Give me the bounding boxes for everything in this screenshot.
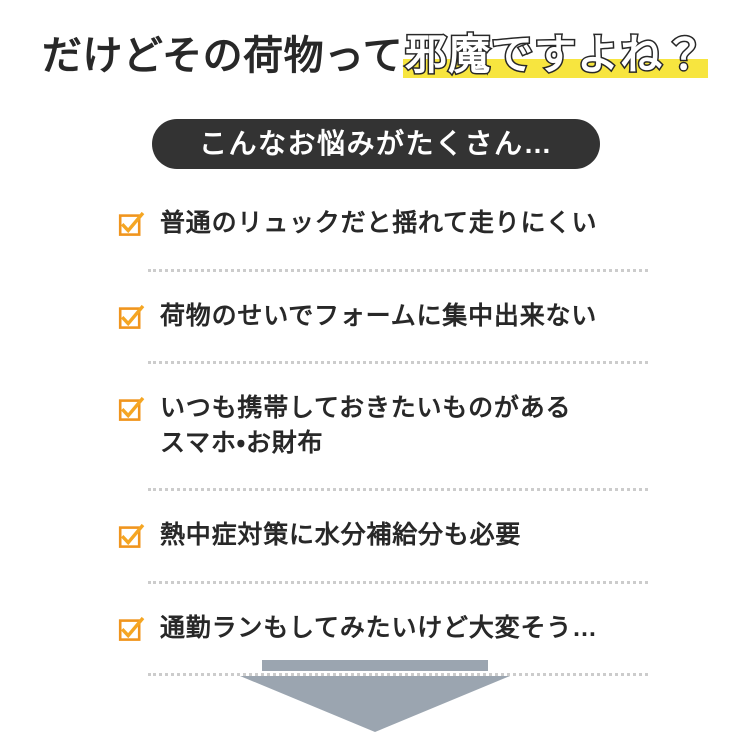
list-item: いつも携帯しておきたいものがある スマホ・お財布 (118, 390, 650, 460)
spacer (118, 553, 650, 581)
checkbox-checked-icon (118, 616, 145, 642)
spacer (118, 272, 650, 298)
spacer (118, 364, 650, 390)
page-headline: だけどその荷物って邪魔ですよね？ (0, 31, 750, 78)
list-item: 荷物のせいでフォームに集中出来ない (118, 298, 650, 334)
list-item-text: 普通のリュックだと揺れて走りにくい (160, 205, 650, 241)
checkbox-checked-icon (118, 523, 145, 549)
list-item-text: 通勤ランもしてみたいけど大変そう… (160, 610, 650, 646)
list-item-text: 荷物のせいでフォームに集中出来ない (160, 298, 650, 334)
headline-highlight-part: 邪魔ですよね？ (403, 31, 709, 78)
list-divider (148, 268, 648, 272)
down-arrow-icon (0, 660, 750, 740)
list-divider (148, 361, 648, 364)
problem-checklist: 普通のリュックだと揺れて走りにくい 荷物のせいでフォームに集中出来ない (118, 205, 650, 676)
spacer (118, 491, 650, 517)
list-item: 普通のリュックだと揺れて走りにくい (118, 205, 650, 241)
list-item-line1: 普通のリュックだと揺れて走りにくい (160, 209, 598, 237)
headline-highlight-band (403, 59, 709, 78)
list-item-line1: 通勤ランもしてみたいけど大変そう… (160, 613, 598, 642)
list-item-text: 熱中症対策に水分補給分も必要 (160, 517, 650, 553)
section-banner: こんなお悩みがたくさん… (152, 119, 600, 169)
spacer (118, 333, 650, 361)
list-item-line1: 熱中症対策に水分補給分も必要 (160, 521, 522, 549)
list-item: 熱中症対策に水分補給分も必要 (118, 517, 650, 553)
checkbox-checked-icon (118, 396, 145, 422)
list-item-line2: スマホ・お財布 (160, 428, 324, 457)
section-banner-label: こんなお悩みがたくさん… (198, 128, 553, 159)
list-divider (148, 488, 648, 491)
checkbox-checked-icon (118, 304, 145, 330)
list-item-text: いつも携帯しておきたいものがある スマホ・お財布 (160, 390, 650, 460)
list-item: 通勤ランもしてみたいけど大変そう… (118, 610, 650, 646)
list-divider (148, 673, 648, 676)
list-divider (148, 580, 648, 584)
spacer (118, 460, 650, 488)
spacer (118, 241, 650, 269)
list-item-line1: いつも携帯しておきたいものがある (160, 394, 572, 422)
headline-plain-part: だけどその荷物って (41, 34, 404, 78)
checkbox-checked-icon (118, 211, 145, 237)
list-item-line1: 荷物のせいでフォームに集中出来ない (160, 301, 598, 330)
spacer (118, 584, 650, 610)
headline-highlight-text: 邪魔ですよね？ (404, 31, 707, 78)
